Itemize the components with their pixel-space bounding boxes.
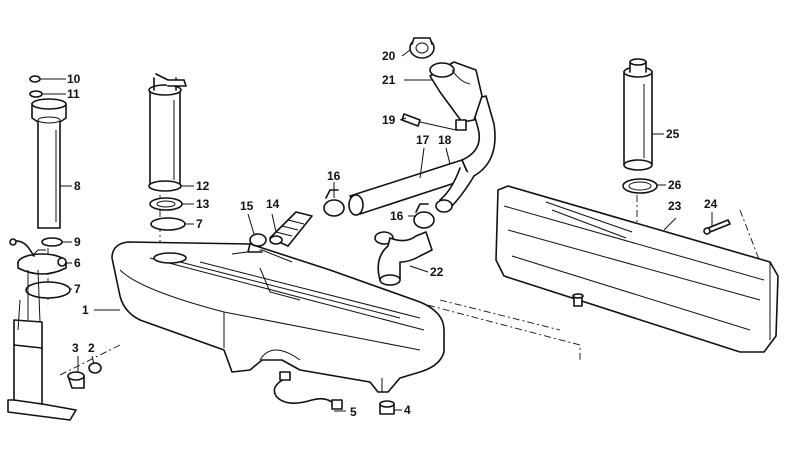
callout-16-left: 16 — [327, 169, 341, 183]
leader-lines — [40, 49, 713, 412]
part-16-clamp-right — [413, 203, 435, 229]
part-16-clamp-left — [323, 189, 345, 217]
callout-25: 25 — [666, 127, 680, 141]
part-4-drain-plug — [379, 400, 395, 415]
callout-4: 4 — [404, 403, 411, 417]
callout-11: 11 — [67, 87, 80, 101]
callout-9: 9 — [74, 235, 81, 249]
part-13-lock-ring — [149, 197, 183, 211]
part-6-sender-flange — [9, 238, 67, 275]
callout-24: 24 — [704, 197, 718, 211]
callout-17: 17 — [416, 133, 430, 147]
part-19-screw — [401, 113, 457, 131]
part-7-seal-left — [25, 281, 71, 299]
callout-14: 14 — [266, 197, 280, 211]
callout-20: 20 — [382, 49, 396, 63]
callout-10: 10 — [67, 72, 81, 86]
callout-labels: 10 11 8 9 6 7 1 3 2 12 13 7 15 14 16 17 … — [67, 49, 718, 419]
part-24-screw — [703, 219, 731, 235]
part-15-clamp — [247, 233, 267, 253]
part-25-level-sensor — [623, 58, 653, 171]
part-3-fitting — [67, 371, 85, 389]
callout-2: 2 — [88, 341, 95, 355]
callout-7-middle: 7 — [196, 217, 203, 231]
callout-15: 15 — [240, 199, 254, 213]
part-9-ring — [41, 237, 63, 247]
part-22-elbow-hose — [374, 231, 433, 286]
part-18-filler-neck — [435, 95, 496, 213]
in-tank-pump-bracket — [7, 269, 77, 421]
callout-23: 23 — [668, 199, 682, 213]
part-10-ring — [29, 75, 41, 83]
callout-12: 12 — [196, 179, 210, 193]
part-14-vent-hose — [269, 211, 313, 247]
part-1-fuel-tank — [111, 241, 445, 393]
part-23-secondary-tank — [495, 185, 779, 353]
callout-8: 8 — [74, 179, 81, 193]
callout-16-right: 16 — [390, 209, 404, 223]
callout-1: 1 — [82, 303, 89, 317]
part-20-filler-cap — [409, 37, 435, 59]
callout-18: 18 — [438, 133, 452, 147]
part-11-washer — [29, 90, 43, 98]
callout-5: 5 — [350, 405, 357, 419]
callout-22: 22 — [430, 265, 444, 279]
part-21-filler-housing — [429, 61, 483, 131]
part-8-pump-tube — [31, 98, 67, 229]
part-26-ring — [622, 178, 658, 194]
part-7-seal-middle — [150, 217, 186, 231]
callout-3: 3 — [72, 341, 79, 355]
callout-7-left: 7 — [74, 282, 81, 296]
part-2-washer — [88, 362, 102, 374]
part-5-hose — [273, 371, 343, 410]
callout-26: 26 — [668, 178, 682, 192]
callout-13: 13 — [196, 197, 210, 211]
callout-21: 21 — [382, 73, 396, 87]
callout-19: 19 — [382, 113, 396, 127]
part-12-sender-tube — [148, 73, 187, 192]
callout-6: 6 — [74, 256, 81, 270]
